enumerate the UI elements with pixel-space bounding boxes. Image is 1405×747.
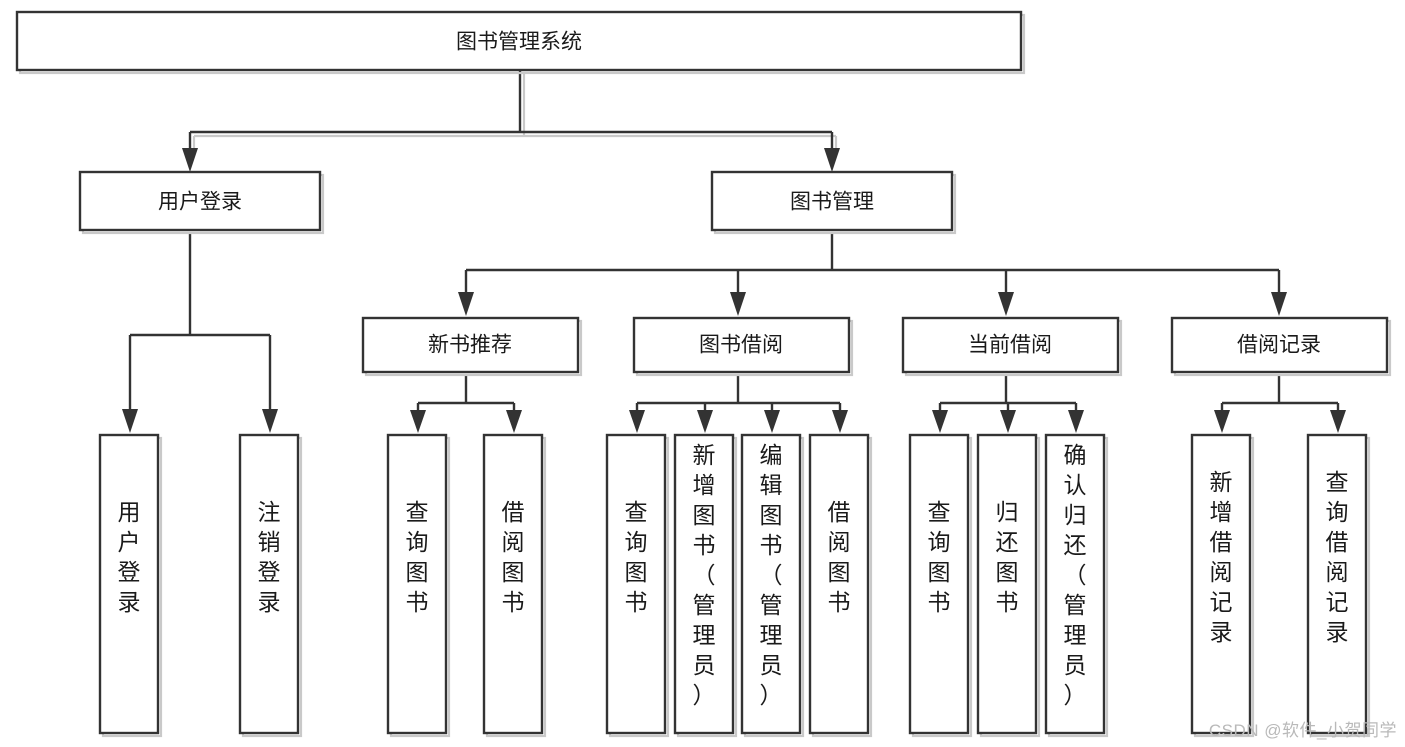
leaf-query-book-1[interactable]: 查询图书 xyxy=(386,433,451,738)
connector-group-book-manage xyxy=(458,233,1287,316)
arrow-head-leaf-confirm-return xyxy=(1068,410,1084,433)
leaf-confirm-return-box[interactable] xyxy=(1044,433,1106,735)
arrow-head-book-borrow xyxy=(730,292,746,316)
leaf-borrow-book-1-box[interactable] xyxy=(482,433,544,735)
arrow-head-book-manage xyxy=(824,148,840,172)
arrow-head-leaf-user-login xyxy=(122,409,138,433)
node-borrow-record-label: 借阅记录 xyxy=(1237,334,1321,357)
arrow-head-leaf-query-book-3 xyxy=(932,410,948,433)
node-root-label: 图书管理系统 xyxy=(456,31,582,54)
node-current-borrow[interactable]: 当前借阅 xyxy=(901,316,1123,377)
node-book-borrow-box[interactable] xyxy=(632,316,851,374)
node-book-borrow[interactable]: 图书借阅 xyxy=(632,316,854,377)
connector-group-book-borrow xyxy=(629,375,848,433)
arrow-head-leaf-return-book xyxy=(1000,410,1016,433)
node-book-manage[interactable]: 图书管理 xyxy=(710,170,957,235)
leaf-add-book[interactable]: 新增图书（管理员） xyxy=(673,433,738,738)
leaf-logout-login-box[interactable] xyxy=(238,433,300,735)
connector-group-borrow-record xyxy=(1214,375,1346,433)
node-book-manage-box[interactable] xyxy=(710,170,954,232)
arrow-head-borrow-record xyxy=(1271,292,1287,316)
connector-group-current-borrow xyxy=(932,375,1084,433)
leaf-query-record-label: 查询借阅记录 xyxy=(1326,469,1349,645)
leaf-edit-book[interactable]: 编辑图书（管理员） xyxy=(740,433,805,738)
leaf-edit-book-label: 编辑图书（管理员） xyxy=(760,442,783,708)
node-root[interactable]: 图书管理系统 xyxy=(15,10,1026,75)
leaf-query-book-2-box[interactable] xyxy=(605,433,667,735)
node-book-borrow-label: 图书借阅 xyxy=(699,334,783,357)
node-current-borrow-label: 当前借阅 xyxy=(968,334,1052,357)
leaf-edit-book-box[interactable] xyxy=(740,433,802,735)
arrow-head-leaf-borrow-book-1 xyxy=(506,410,522,433)
leaf-borrow-book-2-box[interactable] xyxy=(808,433,870,735)
leaf-user-login-label: 用户登录 xyxy=(118,499,141,615)
leaf-query-record-box[interactable] xyxy=(1306,433,1368,735)
arrow-head-user-login xyxy=(182,148,198,172)
leaf-confirm-return[interactable]: 确认归还（管理员） xyxy=(1044,433,1109,738)
leaf-borrow-book-1[interactable]: 借阅图书 xyxy=(482,433,547,738)
leaf-add-book-label: 新增图书（管理员） xyxy=(693,442,716,708)
leaf-query-book-3-label: 查询图书 xyxy=(928,499,951,615)
leaf-query-book-1-box[interactable] xyxy=(386,433,448,735)
node-current-borrow-box[interactable] xyxy=(901,316,1120,374)
arrow-head-leaf-query-record xyxy=(1330,410,1346,433)
arrow-head-leaf-borrow-book-2 xyxy=(832,410,848,433)
connector-group-root xyxy=(182,70,840,172)
node-root-box[interactable] xyxy=(15,10,1023,72)
leaf-return-book-label: 归还图书 xyxy=(996,499,1019,615)
leaf-user-login-box[interactable] xyxy=(98,433,160,735)
leaf-return-book-box[interactable] xyxy=(976,433,1038,735)
node-book-manage-label: 图书管理 xyxy=(790,191,874,214)
leaf-borrow-book-1-label: 借阅图书 xyxy=(502,499,525,615)
leaf-return-book[interactable]: 归还图书 xyxy=(976,433,1041,738)
leaf-query-book-3-box[interactable] xyxy=(908,433,970,735)
node-borrow-record-box[interactable] xyxy=(1170,316,1389,374)
leaf-query-book-2-label: 查询图书 xyxy=(625,499,648,615)
leaf-logout-login-label: 注销登录 xyxy=(258,499,281,615)
leaf-add-book-box[interactable] xyxy=(673,433,735,735)
leaf-confirm-return-label: 确认归还（管理员） xyxy=(1064,442,1087,708)
node-user-login-label: 用户登录 xyxy=(158,191,242,214)
connector-group-user-login xyxy=(122,233,278,433)
leaf-user-login[interactable]: 用户登录 xyxy=(98,433,163,738)
csdn-watermark: CSDN @软件_小贺同学 xyxy=(1208,721,1397,740)
arrow-head-leaf-add-record xyxy=(1214,410,1230,433)
leaf-logout-login[interactable]: 注销登录 xyxy=(238,433,303,738)
arrow-head-leaf-query-book-1 xyxy=(410,410,426,433)
leaf-query-book-3[interactable]: 查询图书 xyxy=(908,433,973,738)
leaf-add-record-label: 新增借阅记录 xyxy=(1210,469,1233,645)
leaf-query-record[interactable]: 查询借阅记录 xyxy=(1306,433,1371,738)
arrow-head-current-borrow xyxy=(998,292,1014,316)
leaf-add-record-box[interactable] xyxy=(1190,433,1252,735)
connector-group-new-book-recommend xyxy=(410,375,522,433)
leaf-borrow-book-2[interactable]: 借阅图书 xyxy=(808,433,873,738)
leaf-query-book-1-label: 查询图书 xyxy=(406,499,429,615)
node-user-login[interactable]: 用户登录 xyxy=(78,170,325,235)
arrow-head-leaf-logout-login xyxy=(262,409,278,433)
node-borrow-record[interactable]: 借阅记录 xyxy=(1170,316,1392,377)
leaf-add-record[interactable]: 新增借阅记录 xyxy=(1190,433,1255,738)
node-new-book-recommend-label: 新书推荐 xyxy=(428,334,512,357)
node-new-book-recommend[interactable]: 新书推荐 xyxy=(361,316,583,377)
arrow-head-new-book-recommend xyxy=(458,292,474,316)
arrow-head-leaf-add-book xyxy=(697,410,713,433)
leaf-query-book-2[interactable]: 查询图书 xyxy=(605,433,670,738)
leaf-borrow-book-2-label: 借阅图书 xyxy=(828,499,851,615)
node-new-book-recommend-box[interactable] xyxy=(361,316,580,374)
arrow-head-leaf-query-book-2 xyxy=(629,410,645,433)
arrow-head-leaf-edit-book xyxy=(764,410,780,433)
node-user-login-box[interactable] xyxy=(78,170,322,232)
